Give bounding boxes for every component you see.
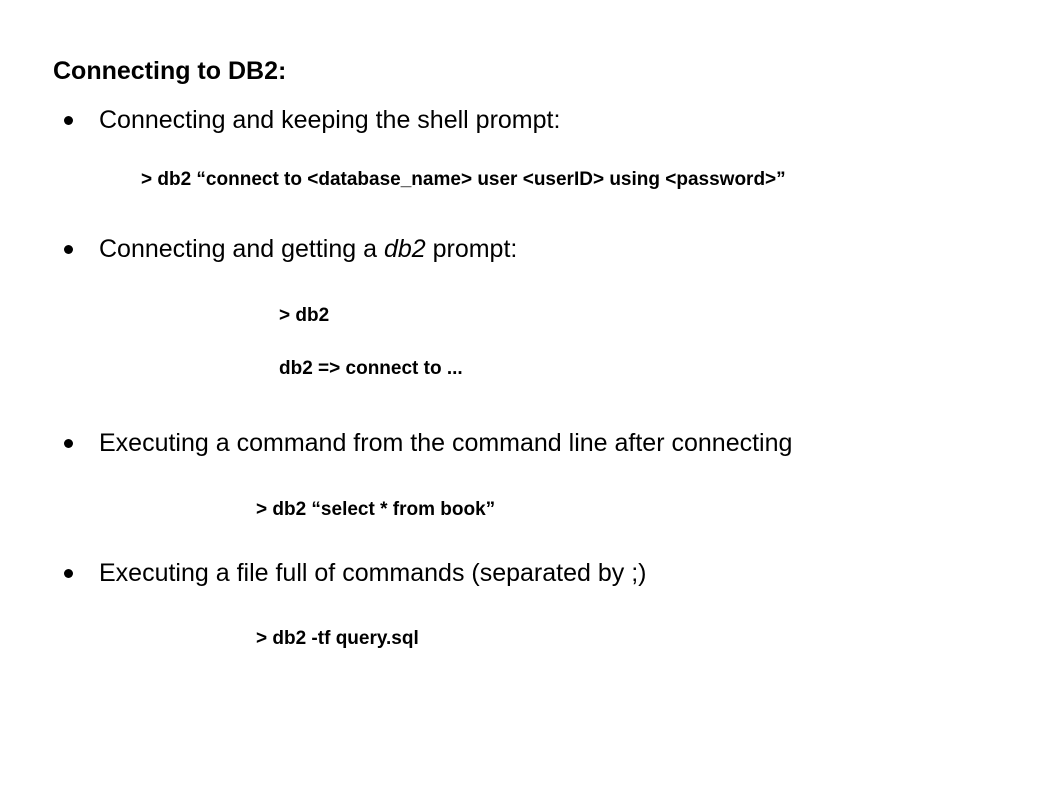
bullet-icon bbox=[64, 245, 73, 254]
bullet-icon bbox=[64, 439, 73, 448]
bullet-text: Connecting and keeping the shell prompt: bbox=[99, 103, 560, 137]
bullet-text-part: prompt: bbox=[425, 235, 518, 263]
command-line: db2 => connect to ... bbox=[279, 358, 463, 379]
bullet-icon bbox=[64, 569, 73, 578]
bullet-icon bbox=[64, 116, 73, 125]
bullet-text: Connecting and getting a db2 prompt: bbox=[99, 232, 517, 266]
bullet-text-part: Executing a file full of commands (separ… bbox=[99, 559, 647, 587]
command-line: > db2 “connect to <database_name> user <… bbox=[141, 169, 786, 190]
bullet-text: Executing a file full of commands (separ… bbox=[99, 556, 647, 590]
bullet-text-part: Connecting and keeping the shell prompt: bbox=[99, 106, 561, 134]
command-line: > db2 -tf query.sql bbox=[256, 628, 419, 649]
command-line: > db2 bbox=[279, 305, 330, 326]
bullet-text: Executing a command from the command lin… bbox=[99, 426, 792, 460]
bullet-text-part: Connecting and getting a bbox=[99, 235, 384, 263]
bullet-text-part: Executing a command from the command lin… bbox=[99, 429, 793, 457]
slide-title: Connecting to DB2: bbox=[53, 57, 287, 85]
bullet-text-italic: db2 bbox=[383, 235, 426, 263]
command-line: > db2 “select * from book” bbox=[256, 499, 496, 520]
